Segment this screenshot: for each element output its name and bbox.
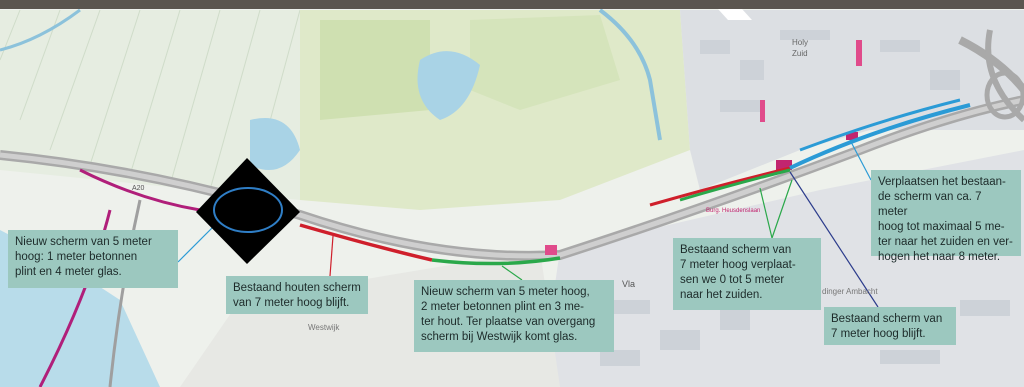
relocated-screen-green [679, 168, 791, 202]
farmland [0, 10, 300, 200]
top-bar [0, 0, 1024, 9]
label-burg-heusdenslaan: Burg. Heusdenslaan [706, 208, 760, 214]
label-a20: A20 [132, 185, 145, 192]
callout-new-screen-concrete-wood: Nieuw scherm van 5 meter hoog, 2 meter b… [414, 280, 614, 352]
magenta-road [79, 168, 201, 212]
water [417, 51, 480, 120]
existing-screen-red-east [649, 166, 791, 207]
callout-relocate-raise-screen: Verplaatsen het bestaan- de scherm van c… [871, 170, 1021, 263]
label-zuid: Zuid [792, 49, 808, 58]
callout-new-screen-glass: Nieuw scherm van 5 meter hoog: 1 meter b… [8, 230, 178, 288]
label-vla: Vla [622, 279, 635, 289]
existing-screen-red-west [299, 223, 433, 262]
callout-relocate-screen: Bestaand scherm van 7 meter hoog verplaa… [673, 238, 821, 310]
label-ambacht: dinger Ambacht [822, 287, 878, 296]
label-holy: Holy [792, 38, 808, 47]
callout-existing-wooden-screen: Bestaand houten scherm van 7 meter hoog … [226, 276, 368, 314]
label-westwijk: Westwijk [308, 323, 340, 332]
urban-area-east [680, 10, 1024, 190]
callout-existing-screen-stays: Bestaand scherm van 7 meter hoog blijft. [824, 307, 956, 345]
new-screen-green [431, 256, 561, 266]
screen-blue [789, 103, 971, 170]
